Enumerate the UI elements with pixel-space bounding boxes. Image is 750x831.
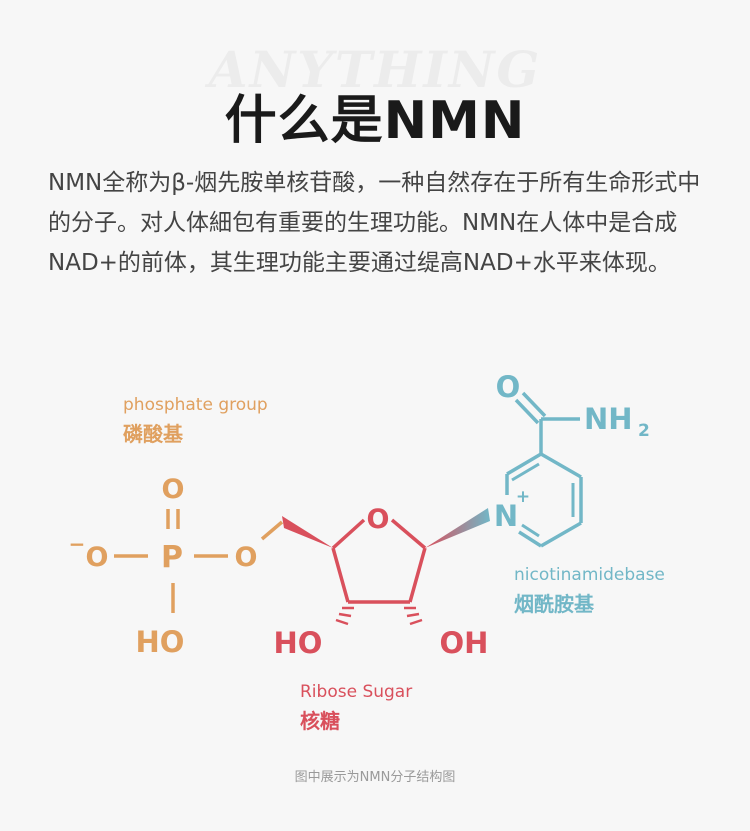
ring-bond-top-right <box>540 452 582 479</box>
atom-oh-right: OH <box>440 626 489 660</box>
amide-double-bond-2 <box>521 391 547 418</box>
minus-sign: − <box>69 532 86 556</box>
ribose-label-cn: 核糖 <box>300 709 340 733</box>
ribose-sugar: O HO OH Ribose Sugar 核糖 <box>274 504 489 733</box>
ring-bond-bottom-right <box>540 521 582 548</box>
wedge-bond-right <box>425 508 490 548</box>
nicotinamide-label-en: nicotinamidebase <box>514 565 665 585</box>
atom-ho-phosphate: HO <box>136 625 185 659</box>
atom-nh-subscript: 2 <box>638 421 650 441</box>
wedge-bond-left <box>282 516 333 548</box>
hashed-bond-right <box>404 606 423 626</box>
atom-o-ring: O <box>367 504 390 535</box>
intro-paragraph: NMN全称为β-烟先胺单核苷酸，一种自然存在于所有生命形式中的分子。对人体細包有… <box>48 170 701 276</box>
bond-bridge-to-ch2 <box>260 520 284 541</box>
figure-caption: 图中展示为NMN分子结构图 <box>294 770 456 785</box>
ring-bond-o-c1 <box>390 518 427 550</box>
atom-p: P <box>161 540 183 575</box>
n-plus-charge: + <box>516 487 530 507</box>
phosphate-label-cn: 磷酸基 <box>123 422 184 446</box>
nicotinamide-label-cn: 烟酰胺基 <box>514 592 595 616</box>
page-title: 什么是NMN <box>224 91 526 151</box>
ring-bond-c4-c3 <box>331 547 350 603</box>
atom-ho-left: HO <box>274 626 323 660</box>
ring-bond-bottom-left <box>518 530 542 548</box>
atom-o-double-bond: O <box>162 474 185 505</box>
ring-bond-bottom-left-inner <box>521 523 540 538</box>
phosphate-label-en: phosphate group <box>123 395 268 415</box>
hashed-bond-left <box>335 606 354 626</box>
atom-o-amide: O <box>496 370 521 404</box>
ribose-label-en: Ribose Sugar <box>300 682 412 702</box>
ring-bond-c4-o <box>331 518 366 550</box>
ring-bond-top-left <box>506 452 542 476</box>
background-watermark: ANYTHING <box>208 40 542 99</box>
nicotinamide-base: O NH 2 N + nicotinamidebase 烟酰胺基 <box>494 370 665 616</box>
nmn-structure-diagram: phosphate group 磷酸基 O − O P O HO O <box>69 370 665 733</box>
ring-bond-c2-c1 <box>408 547 427 603</box>
atom-o-minus: O <box>86 542 109 573</box>
atom-o-bridge: O <box>235 542 258 573</box>
atom-n-ring: N <box>494 499 518 533</box>
amide-double-bond-1 <box>514 398 540 425</box>
ring-bond-top-left-inner <box>511 462 540 482</box>
atom-nh: NH <box>584 402 633 436</box>
phosphate-group: phosphate group 磷酸基 O − O P O HO <box>69 395 268 659</box>
